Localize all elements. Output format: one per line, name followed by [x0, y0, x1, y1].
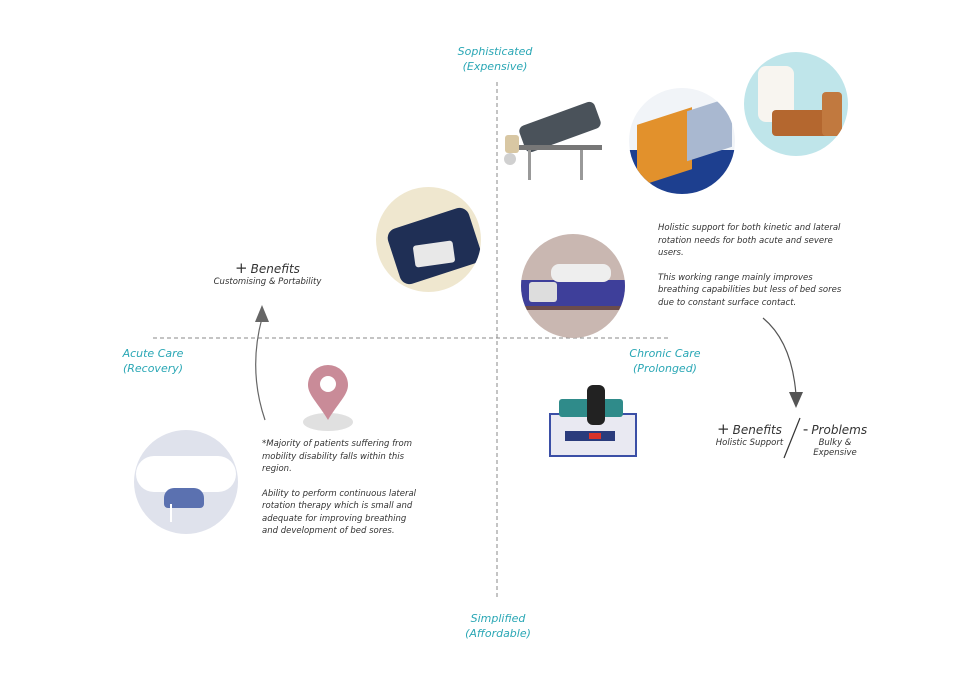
benefits-right-title: Benefits	[732, 423, 782, 437]
benefits-right-subtitle: Holistic Support	[715, 438, 784, 448]
note-right: Holistic support for both kinetic and la…	[658, 222, 848, 309]
axis-label-top-line1: Sophisticated	[457, 45, 533, 58]
problems-right: -Problems Bulky & Expensive	[796, 420, 874, 458]
problems-right-sign: -	[802, 420, 809, 438]
note-left: *Majority of patients suffering from mob…	[262, 438, 420, 538]
benefits-left: +Benefits Customising & Portability	[205, 259, 330, 287]
note-right-paragraph-1: Holistic support for both kinetic and la…	[658, 223, 841, 258]
axis-label-bottom-line2: (Affordable)	[465, 627, 531, 640]
note-left-paragraph-2: Ability to perform continuous lateral ro…	[262, 488, 417, 537]
product-photo-rotating-bed	[629, 88, 735, 194]
note-left-paragraph-1: *Majority of patients suffering from mob…	[262, 439, 413, 474]
product-photo-positioning-cushion-set	[543, 383, 639, 457]
axis-label-bottom: Simplified (Affordable)	[443, 611, 553, 641]
axis-label-left-line1: Acute Care	[122, 347, 184, 360]
benefits-right: +Benefits Holistic Support	[712, 420, 787, 448]
benefits-left-subtitle: Customising & Portability	[213, 277, 322, 287]
note-right-paragraph-2: This working range mainly improves breat…	[658, 272, 842, 308]
benefits-left-sign: +	[235, 259, 248, 277]
benefits-problems-divider	[783, 417, 801, 459]
product-photo-patient-bed	[521, 234, 625, 338]
axis-label-top-line2: (Expensive)	[462, 60, 528, 73]
benefits-right-sign: +	[717, 420, 730, 438]
problems-right-subtitle: Bulky & Expensive	[813, 438, 857, 458]
axis-label-left: Acute Care (Recovery)	[108, 346, 198, 376]
axis-label-right-line2: (Prolonged)	[633, 362, 697, 375]
product-photo-air-mattress-pump	[376, 187, 481, 292]
axis-label-left-line2: (Recovery)	[122, 362, 184, 375]
axis-label-top: Sophisticated (Expensive)	[440, 44, 550, 74]
location-pin-icon	[303, 364, 353, 431]
axis-label-right: Chronic Care (Prolonged)	[620, 346, 710, 376]
curved-arrow-down-icon	[762, 317, 803, 408]
axis-label-right-line1: Chronic Care	[629, 347, 701, 360]
problems-right-title: Problems	[811, 423, 868, 437]
product-photo-lateral-rotation-pillow	[134, 430, 238, 534]
product-photo-chair-bed	[744, 52, 848, 156]
benefits-left-title: Benefits	[250, 262, 300, 276]
curved-arrow-up-icon	[255, 305, 269, 421]
product-photo-hospital-bed-air-mattress	[500, 100, 610, 190]
axis-label-bottom-line1: Simplified	[470, 612, 526, 625]
